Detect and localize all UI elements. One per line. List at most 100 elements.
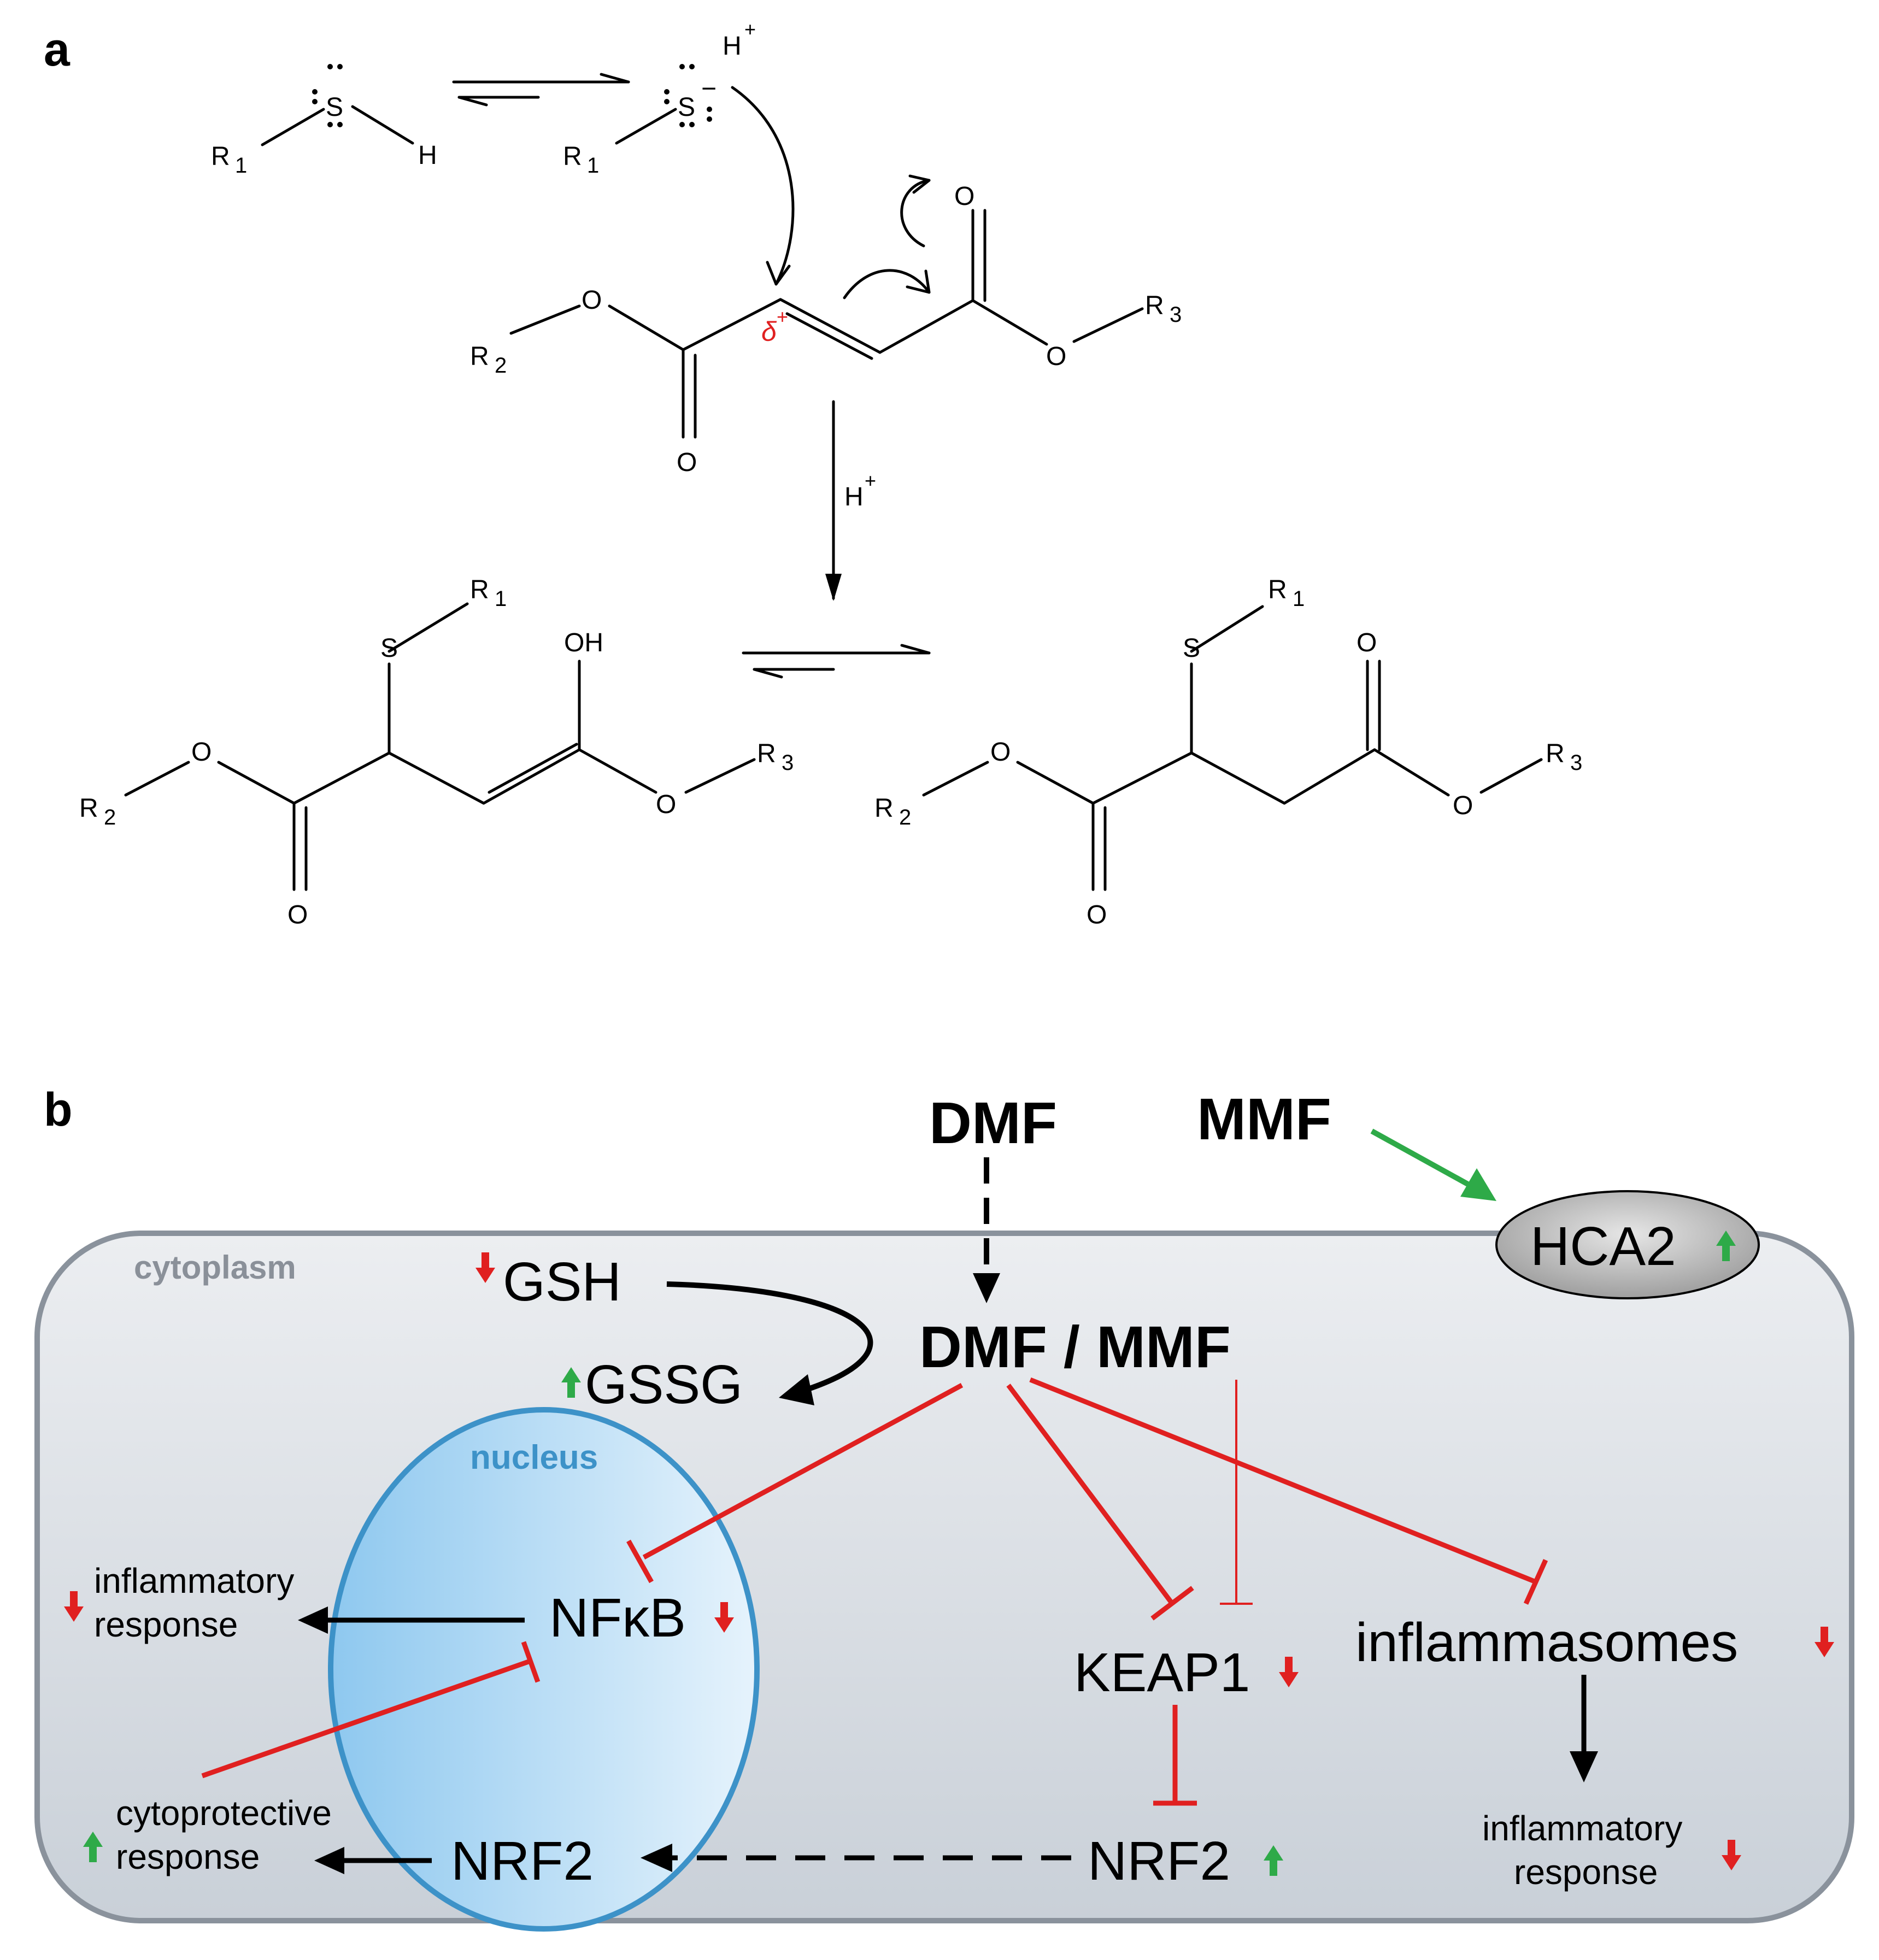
nrf2-inhibits-nfkb [201,1641,541,1779]
enol-r2: R [79,794,98,823]
inflam-right-line2: response [1514,1852,1658,1892]
enol-s: S [380,634,398,663]
enol-r3-sub: 3 [782,751,794,775]
inhibit-keap1 [1006,1384,1194,1621]
nucleophilic-attack-arrow [731,86,795,286]
equilibrium-arrow-top [452,73,630,107]
product-s: S [1183,634,1200,663]
protonation-arrow: H + [825,400,876,601]
delta-plus: δ [761,316,777,347]
mmf-hca2-arrow [1370,1128,1496,1201]
enol-r3: R [757,739,776,768]
delta-plus-charge: + [777,305,788,328]
nrf2-response-arrow [314,1847,432,1874]
equilibrium-arrow-bottom [742,644,931,679]
nfkb-label: NFκB [549,1587,686,1649]
inflammasome-response-arrow [1570,1675,1598,1782]
nfkb-response-arrow [298,1606,525,1634]
thiol-s-atom: S [326,93,343,122]
inhibit-inflammasomes [1029,1377,1548,1605]
panel-a-label: a [44,23,71,76]
inflam-left-line1: inflammatory [94,1561,294,1600]
thiol-h-atom: H [418,141,437,170]
fumarate-o-ester-right: O [1046,342,1066,371]
thiol-molecule: S H R 1 [211,64,437,178]
nrf2-nuc-label: NRF2 [451,1830,594,1892]
dmf-uptake-arrow [973,1157,1000,1303]
product-r3: R [1546,739,1565,768]
enol-o-ester-left: O [191,738,212,767]
enol-o-ester-right: O [656,790,676,819]
enol-r1-sub: 1 [495,587,507,611]
product-o-top: O [1357,628,1377,657]
gsh-label: GSH [503,1251,621,1312]
thiolate-r-subscript: 1 [587,154,599,178]
gssg-up-arrow-icon [561,1367,581,1398]
thiol-r-group: R [211,142,230,171]
inflam-right-line1: inflammatory [1482,1809,1682,1848]
product-o-ester-left: O [990,738,1011,767]
fumarate-o-ester-left: O [582,286,602,315]
enol-r2-sub: 2 [104,805,116,829]
nrf2-up-arrow-icon [1264,1845,1283,1876]
product-r1-sub: 1 [1293,587,1305,611]
fumarate-o-carbonyl-left: O [677,448,697,477]
nucleus [328,1407,760,1932]
hca2-label: HCA2 [1530,1216,1676,1277]
enol-r1: R [470,575,489,604]
hca2-up-arrow-icon [1716,1231,1736,1261]
thiolate-charge: − [701,74,717,103]
carbonyl-arrow [900,179,931,248]
cyto-line2: response [116,1837,260,1876]
thiolate-r-group: R [563,142,582,171]
fumarate-molecule: O O O O R 2 R 3 δ + [470,182,1182,477]
inhibit-nfkb [626,1383,964,1584]
nfkb-down-arrow-icon [714,1602,734,1633]
cytoplasm-label: cytoplasm [134,1249,296,1286]
nucleus-label: nucleus [470,1439,598,1476]
cyto-up-arrow-icon [83,1832,103,1862]
thiol-r-subscript: 1 [235,154,247,178]
thiol-lone-pairs [312,64,343,127]
thiolate-s-atom: S [678,93,695,122]
keap1-inhibits-nrf2 [1153,1705,1197,1806]
product-o-carbonyl: O [1087,900,1107,929]
reagent-h: H [844,482,864,511]
enol-o-carbonyl: O [287,900,308,929]
inflammasomes-down-arrow-icon [1815,1627,1834,1657]
fumarate-r2-sub: 2 [495,354,507,378]
inflam-left-down-arrow-icon [64,1591,84,1622]
inhibit-keap1-mmf [1220,1380,1253,1605]
fumarate-r3-sub: 3 [1170,303,1182,327]
proton-charge: + [744,18,756,40]
inflam-right-down-arrow-icon [1722,1840,1741,1870]
product-r2-sub: 2 [899,805,911,829]
gssg-label: GSSG [585,1354,743,1415]
product-r1: R [1268,575,1287,604]
mmf-label: MMF [1197,1086,1331,1152]
panel-b-label: b [44,1084,73,1136]
product-r3-sub: 3 [1570,751,1582,775]
gsh-down-arrow-icon [475,1252,495,1283]
keap1-down-arrow-icon [1279,1657,1299,1687]
gsh-oxidation-arrow [666,1281,873,1405]
fumarate-o-carbonyl-right: O [954,182,974,211]
nrf2-translocation-arrow [641,1844,1071,1872]
thiolate-molecule: S − H + R 1 [563,18,756,178]
reagent-charge: + [865,469,876,492]
hca2-receptor [1495,1190,1760,1299]
enol-oh: OH [564,628,603,657]
succinate-product: S O O O O R 1 R 2 R 3 [874,575,1582,929]
enol-intermediate: S OH O O O R 1 R 2 R 3 [79,575,794,929]
thiolate-lone-pairs [664,64,712,127]
keap1-label: KEAP1 [1074,1642,1250,1703]
electron-push-arrow [843,269,931,299]
product-r2: R [874,794,894,823]
inflam-left-line2: response [94,1605,238,1644]
dmf-label: DMF [929,1090,1057,1156]
fumarate-r3: R [1145,291,1164,320]
dmf-mmf-label: DMF / MMF [919,1314,1231,1380]
proton-h: H [723,32,742,61]
fumarate-r2: R [470,342,489,371]
